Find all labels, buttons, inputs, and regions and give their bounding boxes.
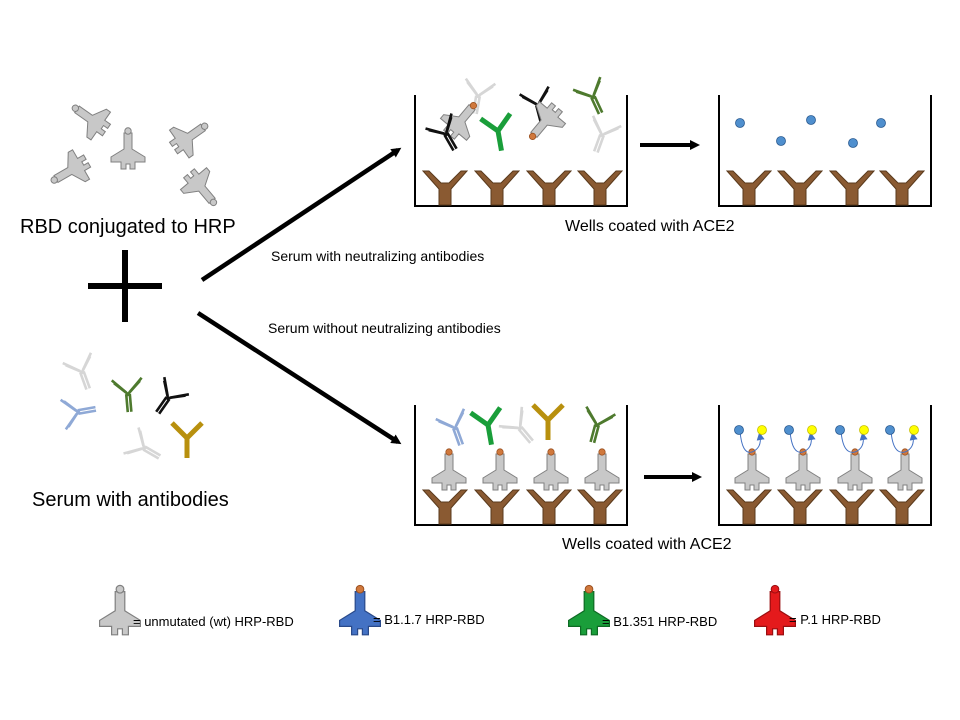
label-wells-bottom: Wells coated with ACE2 bbox=[562, 536, 732, 553]
legend-label-p1: = P.1 HRP-RBD bbox=[789, 612, 881, 627]
legend-icon-wt bbox=[98, 584, 142, 636]
label-wells-top: Wells coated with ACE2 bbox=[565, 218, 735, 235]
free-antibody-cluster bbox=[59, 351, 202, 472]
label-without-neutralizing: Serum without neutralizing antibodies bbox=[268, 320, 501, 336]
well-non-neutralizing-result bbox=[718, 405, 932, 526]
label-serum-antibodies: Serum with antibodies bbox=[32, 489, 229, 511]
plus-icon bbox=[88, 250, 162, 322]
well-non-neutralizing bbox=[414, 405, 628, 526]
arrow-non-neutralizing bbox=[196, 311, 402, 445]
well-neutralizing-result bbox=[718, 95, 932, 207]
legend-icon-p1 bbox=[753, 584, 797, 636]
legend-icon-b117 bbox=[338, 584, 382, 636]
legend-label-wt: = unmutated (wt) HRP-RBD bbox=[133, 614, 294, 629]
arrow-neutralizing bbox=[200, 147, 402, 282]
free-rbd-cluster bbox=[42, 91, 230, 217]
legend-label-b117: = B1.1.7 HRP-RBD bbox=[373, 612, 485, 627]
label-rbd-conjugated: RBD conjugated to HRP bbox=[20, 216, 236, 238]
well-neutralizing bbox=[414, 75, 628, 207]
legend-icon-b1351 bbox=[567, 584, 611, 636]
label-with-neutralizing: Serum with neutralizing antibodies bbox=[271, 248, 485, 264]
legend-label-b1351: = B1.351 HRP-RBD bbox=[602, 614, 718, 629]
